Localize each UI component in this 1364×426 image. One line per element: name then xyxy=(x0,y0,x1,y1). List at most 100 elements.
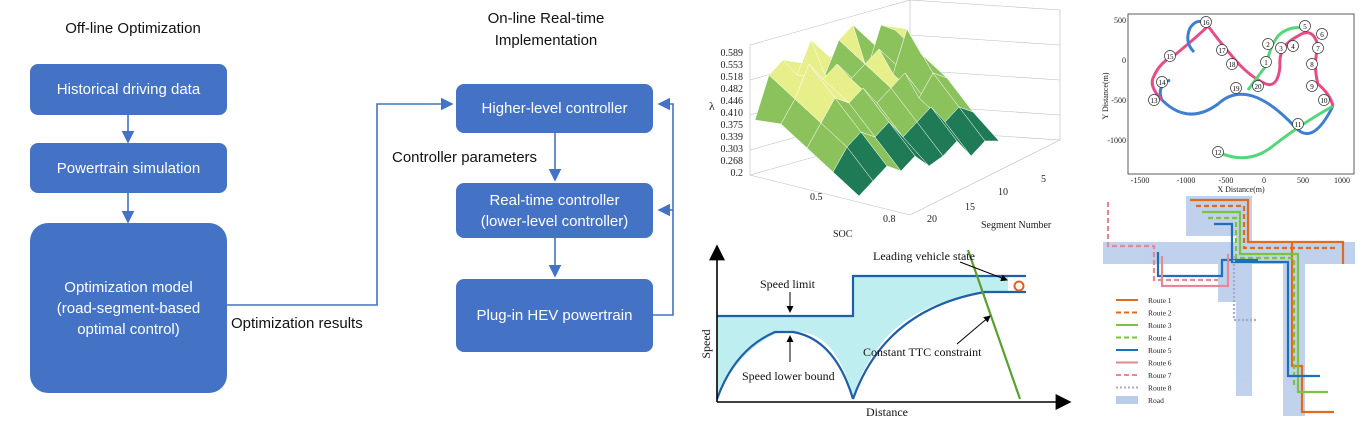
map-node-label-9: 9 xyxy=(1310,83,1314,91)
legend-label-4: Route 4 xyxy=(1148,334,1172,343)
map-node-label-16: 16 xyxy=(1203,19,1211,27)
map-y-label: Y Distance(m) xyxy=(1101,72,1110,119)
map-node-5 xyxy=(1299,20,1311,32)
surface-facet xyxy=(958,106,1000,142)
z-axis-label: λ xyxy=(709,99,715,113)
online-header: On-line Real-time Implementation xyxy=(446,8,646,52)
map-node-label-17: 17 xyxy=(1219,47,1227,55)
real-time-line1: Real-time controller xyxy=(489,191,620,209)
map-node-label-4: 4 xyxy=(1291,43,1295,51)
map-node-17 xyxy=(1216,44,1228,56)
map-node-label-5: 5 xyxy=(1303,23,1307,31)
map-node-label-12: 12 xyxy=(1215,149,1223,157)
legend-label-2: Route 2 xyxy=(1148,309,1172,318)
map-node-label-8: 8 xyxy=(1310,61,1314,69)
z-tick-8: 0.339 xyxy=(721,132,744,143)
seg-tick-4: 20 xyxy=(927,214,937,225)
map-node-13 xyxy=(1148,94,1160,106)
opt-model-line3: optimal control) xyxy=(77,320,180,338)
map-node-6 xyxy=(1316,28,1328,40)
speed-diagram: Speed Distance Speed limit Speed lower b… xyxy=(699,244,1072,419)
speed-axis-label: Speed xyxy=(699,329,713,358)
soc-tick-2: 0.5 xyxy=(810,192,823,203)
map-node-10 xyxy=(1318,94,1330,106)
map-node-label-6: 6 xyxy=(1320,31,1324,39)
route-path-blue-1 xyxy=(1158,78,1335,135)
map-node-3 xyxy=(1275,42,1287,54)
map-node-16 xyxy=(1200,16,1212,28)
map-node-15 xyxy=(1164,50,1176,62)
map-node-label-7: 7 xyxy=(1316,45,1320,53)
legend-swatch-road xyxy=(1116,396,1138,404)
map-node-20 xyxy=(1252,80,1264,92)
map-node-label-1: 1 xyxy=(1264,59,1268,67)
z-tick-4: 0.482 xyxy=(721,84,744,95)
real-time-line2: (lower-level controller) xyxy=(480,212,629,230)
map-node-12 xyxy=(1212,146,1224,158)
map-node-2 xyxy=(1262,38,1274,50)
map-node-label-19: 19 xyxy=(1233,85,1241,93)
map-node-19 xyxy=(1230,82,1242,94)
map-node-label-20: 20 xyxy=(1255,83,1263,91)
z-tick-10: 0.268 xyxy=(721,156,744,167)
map-x-tick-2: -1000 xyxy=(1177,176,1196,185)
legend-label-5: Route 5 xyxy=(1148,346,1172,355)
real-time-controller-box: Real-time controller (lower-level contro… xyxy=(456,183,653,238)
speed-limit-line xyxy=(717,274,1026,318)
z-tick-5: 0.446 xyxy=(721,96,744,107)
map-node-label-18: 18 xyxy=(1229,61,1237,69)
historical-data-box: Historical driving data xyxy=(30,64,227,115)
route-path-pink-1 xyxy=(1150,24,1210,102)
z-tick-3: 0.518 xyxy=(721,72,744,83)
feasible-region-left xyxy=(717,276,1008,399)
map-y-tick-4: -1000 xyxy=(1107,136,1126,145)
online-header-line1: On-line Real-time xyxy=(487,10,605,27)
route-path-green-1 xyxy=(1217,104,1334,160)
lower-bound-label: Speed lower bound xyxy=(742,369,835,383)
flow-connectors xyxy=(121,97,674,316)
map-node-label-2: 2 xyxy=(1266,41,1270,49)
z-tick-1: 0.589 xyxy=(721,48,744,59)
soc-label: SOC xyxy=(833,229,853,240)
soc-tick-1: 0.2 xyxy=(731,168,744,179)
plugin-hev-powertrain-box: Plug-in HEV powertrain xyxy=(456,279,653,352)
optimization-model-box: Optimization model (road-segment-based o… xyxy=(30,223,227,393)
legend-label-3: Route 3 xyxy=(1148,321,1172,330)
map-y-tick-3: -500 xyxy=(1111,96,1126,105)
z-tick-6: 0.410 xyxy=(721,108,744,119)
map-node-label-3: 3 xyxy=(1279,45,1283,53)
seg-label: Segment Number xyxy=(981,220,1052,231)
map-x-label: X Distance(m) xyxy=(1217,185,1265,194)
leading-vehicle-label: Leading vehicle state xyxy=(873,249,975,263)
distance-axis-label: Distance xyxy=(866,405,908,419)
map-node-label-13: 13 xyxy=(1151,97,1159,105)
map-x-tick-5: 500 xyxy=(1297,176,1309,185)
ttc-label: Constant TTC constraint xyxy=(863,345,982,359)
powertrain-simulation-box: Powertrain simulation xyxy=(30,143,227,193)
map-y-tick-1: 500 xyxy=(1114,16,1126,25)
map-node-11 xyxy=(1292,118,1304,130)
opt-model-line2: (road-segment-based xyxy=(56,299,201,317)
map-x-tick-4: 0 xyxy=(1262,176,1266,185)
z-tick-7: 0.375 xyxy=(721,120,744,131)
seg-tick-1: 5 xyxy=(1041,174,1046,185)
map-node-label-15: 15 xyxy=(1167,53,1175,61)
map-x-tick-1: -1500 xyxy=(1131,176,1150,185)
road-network xyxy=(1103,196,1355,416)
ttc-curve xyxy=(851,290,986,400)
higher-level-controller-box: Higher-level controller xyxy=(456,84,653,133)
leading-vehicle-point xyxy=(1013,280,1025,292)
map-node-8 xyxy=(1306,58,1318,70)
map-node-label-11: 11 xyxy=(1295,121,1302,129)
map-y-tick-2: 0 xyxy=(1122,56,1126,65)
legend-label-6: Route 6 xyxy=(1148,359,1172,368)
map-x-tick-3: -500 xyxy=(1219,176,1234,185)
ttc-constraint-line xyxy=(966,249,1022,400)
map-node-14 xyxy=(1156,76,1168,88)
online-header-line2: Implementation xyxy=(494,32,598,49)
map-x-tick-6: 1000 xyxy=(1334,176,1350,185)
optimization-results-label: Optimization results xyxy=(231,315,363,332)
lower-bound-curve xyxy=(715,330,855,400)
legend-label-7: Route 7 xyxy=(1148,371,1172,380)
